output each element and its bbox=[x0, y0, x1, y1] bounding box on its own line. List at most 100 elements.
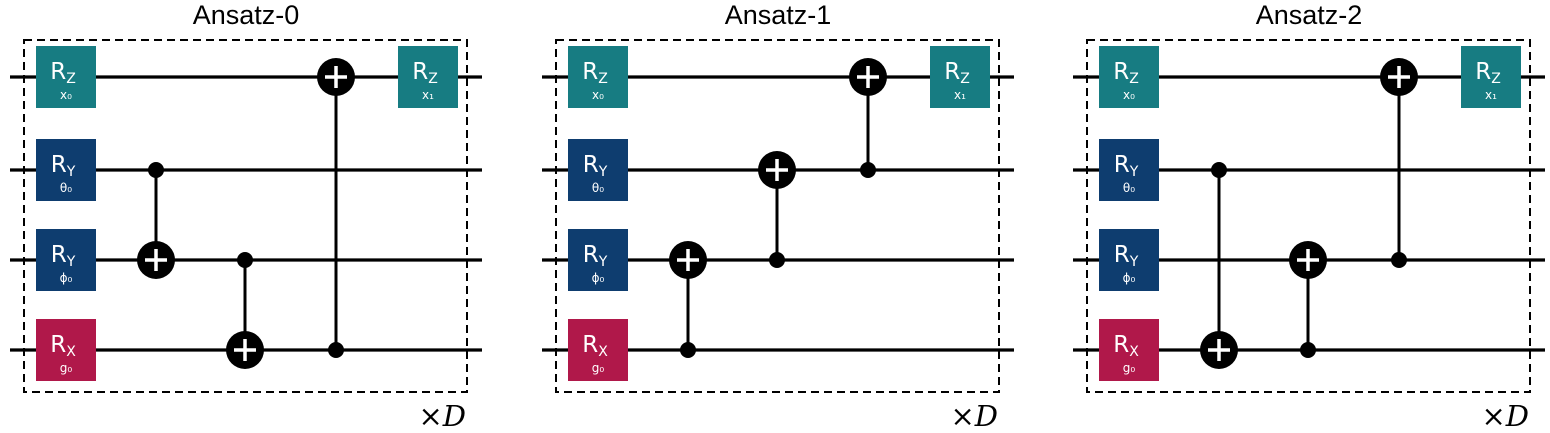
gate-label: RY bbox=[583, 242, 608, 270]
cnot-gate bbox=[1200, 162, 1238, 369]
gate-box bbox=[1461, 46, 1521, 108]
control-dot bbox=[148, 162, 164, 178]
target-xor-icon bbox=[1200, 331, 1238, 369]
gate-box bbox=[36, 229, 96, 291]
target-xor-icon bbox=[669, 241, 707, 279]
target-xor-icon bbox=[317, 58, 355, 96]
gate-parameter: g₀ bbox=[1123, 361, 1136, 375]
gate-parameter: x₀ bbox=[1123, 88, 1135, 102]
gate-parameter: g₀ bbox=[60, 361, 73, 375]
panel-title: Ansatz-0 bbox=[193, 0, 300, 30]
gate-box bbox=[568, 319, 628, 381]
cnot-gate bbox=[849, 58, 887, 178]
target-xor-icon bbox=[849, 58, 887, 96]
gate-label: RZ bbox=[1475, 59, 1501, 87]
gate-label: RX bbox=[582, 332, 608, 360]
gate-box bbox=[36, 139, 96, 201]
gate-parameter: ϕ₀ bbox=[592, 271, 605, 285]
gate-parameter: x₀ bbox=[592, 88, 604, 102]
control-dot bbox=[680, 342, 696, 358]
cnot-gate bbox=[1289, 241, 1327, 358]
cnot-gate bbox=[758, 151, 796, 268]
control-dot bbox=[328, 342, 344, 358]
gate-box bbox=[568, 229, 628, 291]
gate-label: RY bbox=[1114, 152, 1139, 180]
cnot-gate bbox=[317, 58, 355, 358]
gate-label: RX bbox=[50, 332, 76, 360]
control-dot bbox=[860, 162, 876, 178]
cnot-gate bbox=[137, 162, 175, 279]
cnot-gate bbox=[669, 241, 707, 358]
gate-box bbox=[568, 46, 628, 108]
gate-label: RY bbox=[51, 242, 76, 270]
cnot-gate bbox=[226, 252, 264, 369]
repeat-box bbox=[1086, 39, 1531, 393]
gate-label: RY bbox=[583, 152, 608, 180]
gate-box bbox=[1099, 229, 1159, 291]
control-dot bbox=[1300, 342, 1316, 358]
gate-parameter: θ₀ bbox=[1123, 181, 1135, 195]
gate-parameter: ϕ₀ bbox=[1123, 271, 1136, 285]
gate-parameter: g₀ bbox=[592, 361, 605, 375]
panel-title: Ansatz-1 bbox=[725, 0, 832, 30]
gate-label: RY bbox=[1114, 242, 1139, 270]
repeat-box bbox=[23, 39, 468, 393]
gate-box bbox=[1099, 139, 1159, 201]
gate-parameter: x₁ bbox=[1485, 88, 1497, 102]
gate-parameter: x₁ bbox=[954, 88, 966, 102]
gate-parameter: x₁ bbox=[422, 88, 434, 102]
target-xor-icon bbox=[758, 151, 796, 189]
gate-label: RX bbox=[1113, 332, 1139, 360]
gate-box bbox=[930, 46, 990, 108]
gate-box bbox=[36, 46, 96, 108]
gate-label: RZ bbox=[412, 59, 438, 87]
control-dot bbox=[1211, 162, 1227, 178]
gate-label: RZ bbox=[582, 59, 608, 87]
gate-parameter: θ₀ bbox=[60, 181, 72, 195]
gate-label: RY bbox=[51, 152, 76, 180]
gate-box bbox=[568, 139, 628, 201]
gate-box bbox=[1099, 46, 1159, 108]
cnot-gate bbox=[1380, 58, 1418, 268]
target-xor-icon bbox=[1289, 241, 1327, 279]
repeat-multiplier: ×D bbox=[418, 399, 466, 433]
control-dot bbox=[1391, 252, 1407, 268]
gate-parameter: θ₀ bbox=[592, 181, 604, 195]
gate-box bbox=[398, 46, 458, 108]
control-dot bbox=[769, 252, 785, 268]
gate-label: RZ bbox=[944, 59, 970, 87]
gate-box bbox=[36, 319, 96, 381]
repeat-multiplier: ×D bbox=[1481, 399, 1529, 433]
repeat-box bbox=[555, 39, 1000, 393]
gate-parameter: ϕ₀ bbox=[60, 271, 73, 285]
target-xor-icon bbox=[1380, 58, 1418, 96]
target-xor-icon bbox=[226, 331, 264, 369]
gate-box bbox=[1099, 319, 1159, 381]
panel-title: Ansatz-2 bbox=[1256, 0, 1363, 30]
gate-label: RZ bbox=[1113, 59, 1139, 87]
repeat-multiplier: ×D bbox=[950, 399, 998, 433]
target-xor-icon bbox=[137, 241, 175, 279]
gate-label: RZ bbox=[50, 59, 76, 87]
